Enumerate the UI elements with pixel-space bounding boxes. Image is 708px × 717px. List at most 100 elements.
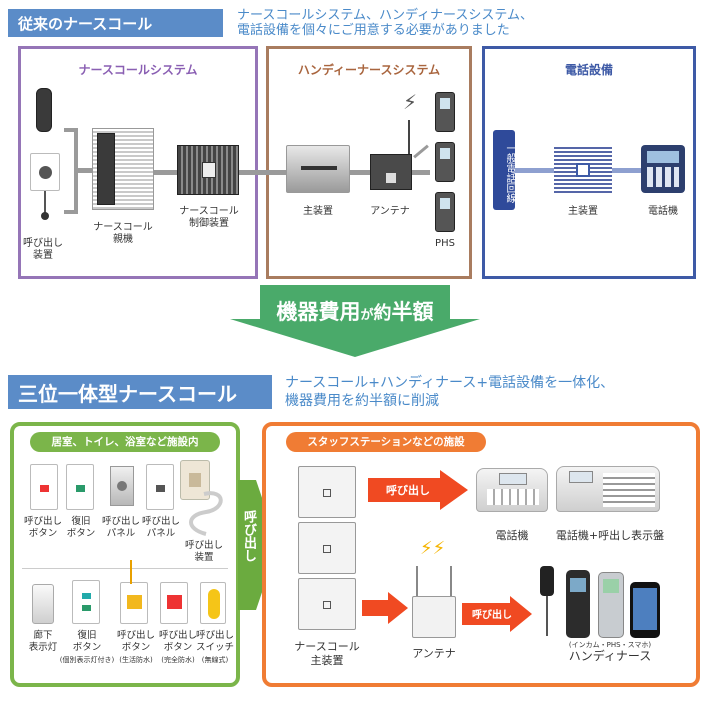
row2-label-2a: 復旧 (77, 630, 97, 641)
row2-label-2: 復旧ボタン (個別表示灯付き) (56, 630, 118, 666)
row1-label-1a: 呼び出し (23, 516, 62, 527)
bottom-banner-text: 三位一体型ナースコール (18, 381, 237, 406)
handy-main-unit-label: 主装置 (303, 206, 333, 217)
row2-label-4b: ボタン (163, 642, 193, 653)
antenna-unit-icon (370, 154, 412, 190)
phone-with-panel-icon (556, 466, 660, 512)
call-device-bottom-label-2: 装置 (194, 552, 214, 563)
office-phone-icon (476, 468, 548, 512)
bracket-stub (78, 168, 92, 173)
antenna-rod-right (450, 566, 452, 602)
row1-label-1b: ボタン (28, 528, 58, 539)
row2-label-1a: 廊下 (33, 630, 53, 641)
bottom-desc-line2: 機器費用を約半額に削減 (285, 393, 439, 409)
wireless-call-switch-icon (200, 582, 226, 624)
arrow-to-antenna (362, 592, 408, 624)
reset-button-light-icon (72, 580, 100, 624)
staff-station-title-text: スタッフステーションなどの施設 (307, 436, 465, 448)
phone-equipment-title: 電話設備 (564, 63, 613, 77)
row1-label-4a: 呼び出し (141, 516, 180, 527)
call-arrow-2-label: 呼び出し (472, 610, 512, 621)
smartphone-icon (630, 582, 660, 638)
nurse-call-master-label-1: ナースコール (93, 222, 153, 233)
nurse-call-system-title: ナースコールシステム (78, 63, 198, 77)
row1-label-3b: パネル (106, 528, 136, 539)
top-banner-text: 従来のナースコール (18, 14, 153, 33)
antenna-rod-left (416, 566, 418, 602)
phone-main-unit-icon (554, 145, 612, 195)
row1-label-3a: 呼び出し (101, 516, 140, 527)
row1-label-2b: ボタン (66, 528, 96, 539)
facility-devices-title-text: 居室、トイレ、浴室など施設内 (51, 436, 199, 448)
handy-small-label: (インカム・PHS・スマホ) (568, 641, 652, 649)
nurse-call-controller-label-1: ナースコール (179, 206, 239, 217)
call-device-bottom-label: 呼び出し装置 (180, 540, 228, 564)
handy-main-unit-icon (286, 145, 350, 193)
desk-phone-icon (641, 145, 685, 193)
call-device-bottom-label-1: 呼び出し (184, 540, 223, 551)
row1-label-2: 復旧ボタン (58, 516, 104, 540)
top-connector-line (140, 170, 430, 175)
call-panel-icon-1 (110, 466, 134, 506)
nurse-call-main-unit-icon-3 (298, 578, 356, 630)
general-line-label: 一般電話回線 (504, 143, 515, 203)
headset-icon (540, 566, 554, 596)
waterproof-call-button-icon-1 (120, 582, 148, 624)
row2-label-4: 呼び出しボタン(完全防水) (156, 630, 200, 666)
call-device-label-1: 呼び出し (23, 238, 63, 249)
nurse-call-main-label-1: ナースコール (294, 640, 360, 653)
cost-text-4: 半額 (391, 300, 434, 324)
handset-icon (36, 88, 52, 132)
row2-label-3c: (生活防水) (119, 656, 153, 664)
wireless-antenna-icon (412, 596, 456, 638)
top-desc-line1: ナースコールシステム、ハンディナースシステム、 (237, 8, 534, 23)
nurse-call-master-icon (92, 128, 154, 210)
cost-text-1: 機器費用 (276, 300, 361, 324)
facility-devices-title: 居室、トイレ、浴室など施設内 (30, 432, 220, 452)
staff-station-title: スタッフステーションなどの施設 (286, 432, 486, 452)
cost-reduction-arrow (230, 285, 480, 357)
phs-phone-icon-1 (435, 92, 455, 132)
cost-reduction-text: 機器費用が約半額 (262, 296, 448, 326)
row2-label-1b: 表示灯 (28, 642, 58, 653)
phone-with-panel-label: 電話機+呼出し表示盤 (555, 529, 665, 542)
row2-label-4a: 呼び出し (158, 630, 197, 641)
call-panel-icon-2 (146, 464, 174, 510)
handy-phone-icon (566, 570, 590, 638)
row2-label-3: 呼び出しボタン(生活防水) (114, 630, 158, 666)
nurse-call-controller-label: ナースコール 制御装置 (170, 206, 248, 230)
phone-main-unit-label: 主装置 (568, 206, 598, 217)
row2-label-5c: (無線式) (201, 656, 229, 664)
call-device-icon (30, 153, 60, 191)
call-connector-text: 呼び出し (240, 510, 258, 562)
call-device-label-2: 装置 (33, 250, 53, 261)
row2-label-3a: 呼び出し (116, 630, 155, 641)
bottom-banner: 三位一体型ナースコール (8, 375, 272, 409)
row2-label-2c: (個別表示灯付き) (59, 656, 115, 664)
lightning-icon: ⚡ (403, 90, 418, 114)
row2-label-2b: ボタン (72, 642, 102, 653)
call-arrow-to-handy (462, 596, 532, 632)
nurse-call-master-label: ナースコール 親機 (88, 222, 158, 246)
top-desc-line2: 電話設備を個々にご用意する必要がありました (237, 23, 510, 38)
row1-label-1: 呼び出しボタン (20, 516, 66, 540)
call-device-cord (44, 191, 46, 213)
headset-cord (546, 596, 548, 636)
row2-label-5: 呼び出しスイッチ(無線式) (194, 630, 236, 666)
nurse-call-main-label-2: 主装置 (310, 654, 344, 667)
lightning-icon-2: ⚡⚡ (420, 538, 446, 559)
desk-phone-label: 電話機 (648, 206, 678, 217)
call-button-icon (30, 464, 58, 510)
handy-nurse-system-title: ハンディーナースシステム (297, 63, 441, 77)
nurse-call-main-unit-icon-1 (298, 466, 356, 518)
row1-label-4b: パネル (146, 528, 176, 539)
office-phone-label: 電話機 (495, 529, 529, 542)
call-arrow-to-handy-text: 呼び出し (466, 606, 518, 621)
call-device-button-icon (41, 212, 49, 220)
wireless-antenna-label: アンテナ (412, 647, 456, 660)
cost-text-3: 約 (373, 303, 392, 324)
call-arrow-to-phones (368, 470, 468, 510)
row1-label-3: 呼び出しパネル (98, 516, 144, 540)
top-description: ナースコールシステム、ハンディナースシステム、 電話設備を個々にご用意する必要が… (237, 8, 697, 38)
call-cord-icon (130, 560, 132, 584)
